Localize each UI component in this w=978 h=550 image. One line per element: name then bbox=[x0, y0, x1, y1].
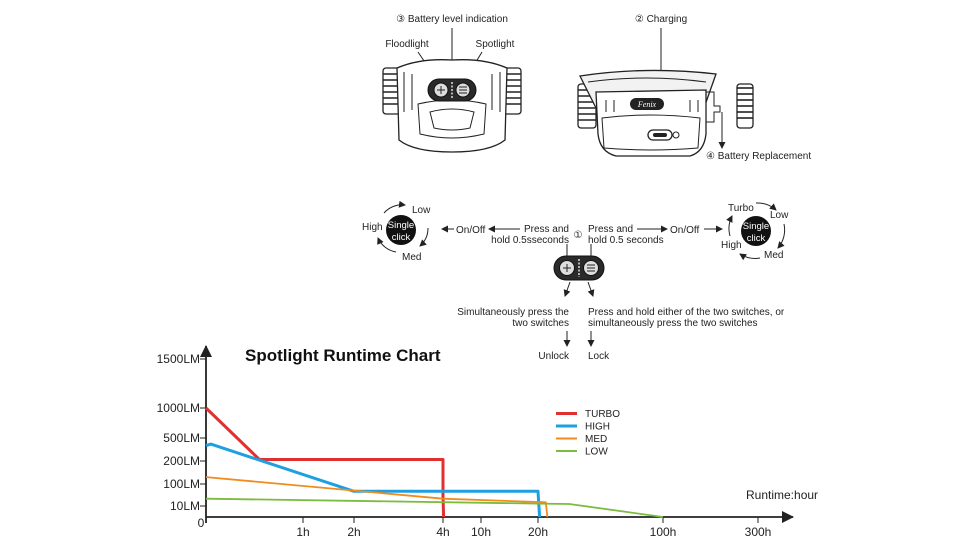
rear-right-knob bbox=[736, 83, 754, 129]
legend-label-med: MED bbox=[585, 434, 607, 445]
right-press-line2: hold 0.5 seconds bbox=[588, 235, 664, 246]
lock-instruction-line1: Press and hold either of the two switche… bbox=[588, 307, 785, 318]
left-med-label: Med bbox=[402, 252, 421, 263]
lock-label: Lock bbox=[588, 351, 610, 362]
floodlight-callout: Floodlight bbox=[385, 39, 429, 50]
x-axis-label: Runtime:hour bbox=[746, 488, 818, 502]
left-press-line2: hold 0.5sseconds bbox=[491, 235, 569, 246]
left-high-label: High bbox=[362, 222, 383, 233]
battery-replacement-callout: ④ Battery Replacement bbox=[706, 151, 811, 162]
unlock-instruction-line2: two switches bbox=[512, 318, 569, 329]
x-tick-2h: 2h bbox=[347, 525, 360, 539]
charging-callout: ② Charging bbox=[635, 14, 687, 25]
right-low-label: Low bbox=[770, 210, 789, 221]
legend-label-turbo: TURBO bbox=[585, 409, 620, 420]
legend-label-high: HIGH bbox=[585, 422, 610, 433]
legend-label-low: LOW bbox=[585, 447, 608, 458]
unlock-instruction-line1: Simultaneously press the bbox=[457, 307, 569, 318]
right-med-label: Med bbox=[764, 250, 783, 261]
y-tick-1000lm: 1000LM bbox=[157, 401, 200, 415]
y-tick-100lm: 100LM bbox=[163, 477, 200, 491]
series-line-low bbox=[205, 497, 664, 518]
badge-text-left-1: Single bbox=[388, 220, 414, 231]
right-onoff-label: On/Off bbox=[670, 225, 699, 236]
single-click-badge-right bbox=[741, 216, 771, 246]
spotlight-callout: Spotlight bbox=[476, 39, 515, 50]
right-high-label: High bbox=[721, 240, 742, 251]
brand-logo: Fenix bbox=[637, 100, 657, 109]
right-mode-cycle: Press and hold 0.5 seconds On/Off Single… bbox=[588, 202, 789, 261]
headlamp-rear-illustration: ② Charging Fenix ④ Battery Replacement bbox=[577, 14, 811, 162]
series-line-med bbox=[205, 476, 549, 518]
x-tick-labels: 0 1h 2h 4h 10h 20h 100h 300h bbox=[198, 516, 772, 539]
headlamp-body bbox=[396, 59, 508, 153]
unlock-label: Unlock bbox=[538, 351, 570, 362]
badge-text-left-2: click bbox=[392, 232, 411, 243]
x-tick-1h: 1h bbox=[296, 525, 309, 539]
x-tick-10h: 10h bbox=[471, 525, 491, 539]
x-tick-20h: 20h bbox=[528, 525, 548, 539]
y-tick-labels: 10LM 100LM 200LM 500LM 1000LM 1500LM bbox=[157, 352, 206, 513]
left-mode-cycle: Single click Low High Med On/Off Press a… bbox=[362, 200, 569, 263]
x-tick-100h: 100h bbox=[650, 525, 677, 539]
y-tick-500lm: 500LM bbox=[163, 431, 200, 445]
right-press-line1: Press and bbox=[588, 224, 633, 235]
lock-instructions: Simultaneously press the two switches Un… bbox=[457, 307, 785, 362]
battery-level-callout: ③ Battery level indication bbox=[396, 14, 508, 25]
lock-instruction-line2: simultaneously press the two switches bbox=[588, 318, 758, 329]
left-press-line1: Press and bbox=[524, 224, 569, 235]
runtime-chart: Spotlight Runtime Chart 10LM 100LM 200LM… bbox=[157, 345, 818, 539]
x-tick-300h: 300h bbox=[745, 525, 772, 539]
left-onoff-label: On/Off bbox=[456, 225, 485, 236]
chart-title: Spotlight Runtime Chart bbox=[245, 346, 441, 365]
x-tick-4h: 4h bbox=[436, 525, 449, 539]
badge-text-right-2: click bbox=[747, 233, 766, 244]
y-tick-200lm: 200LM bbox=[163, 454, 200, 468]
right-turbo-label: Turbo bbox=[728, 203, 754, 214]
switch-module-center bbox=[553, 244, 605, 297]
series-line-turbo bbox=[204, 406, 446, 518]
step-1-marker: ① bbox=[574, 230, 583, 241]
badge-text-right-1: Single bbox=[743, 221, 769, 232]
y-tick-1500lm: 1500LM bbox=[157, 352, 200, 366]
x-tick-0: 0 bbox=[198, 516, 205, 530]
y-tick-10lm: 10LM bbox=[170, 499, 200, 513]
single-click-badge-left bbox=[386, 215, 416, 245]
series-lines bbox=[204, 406, 664, 518]
left-low-label: Low bbox=[412, 205, 431, 216]
rear-housing bbox=[595, 89, 707, 157]
headlamp-front-illustration: ③ Battery level indication Floodlight Sp… bbox=[382, 14, 522, 153]
